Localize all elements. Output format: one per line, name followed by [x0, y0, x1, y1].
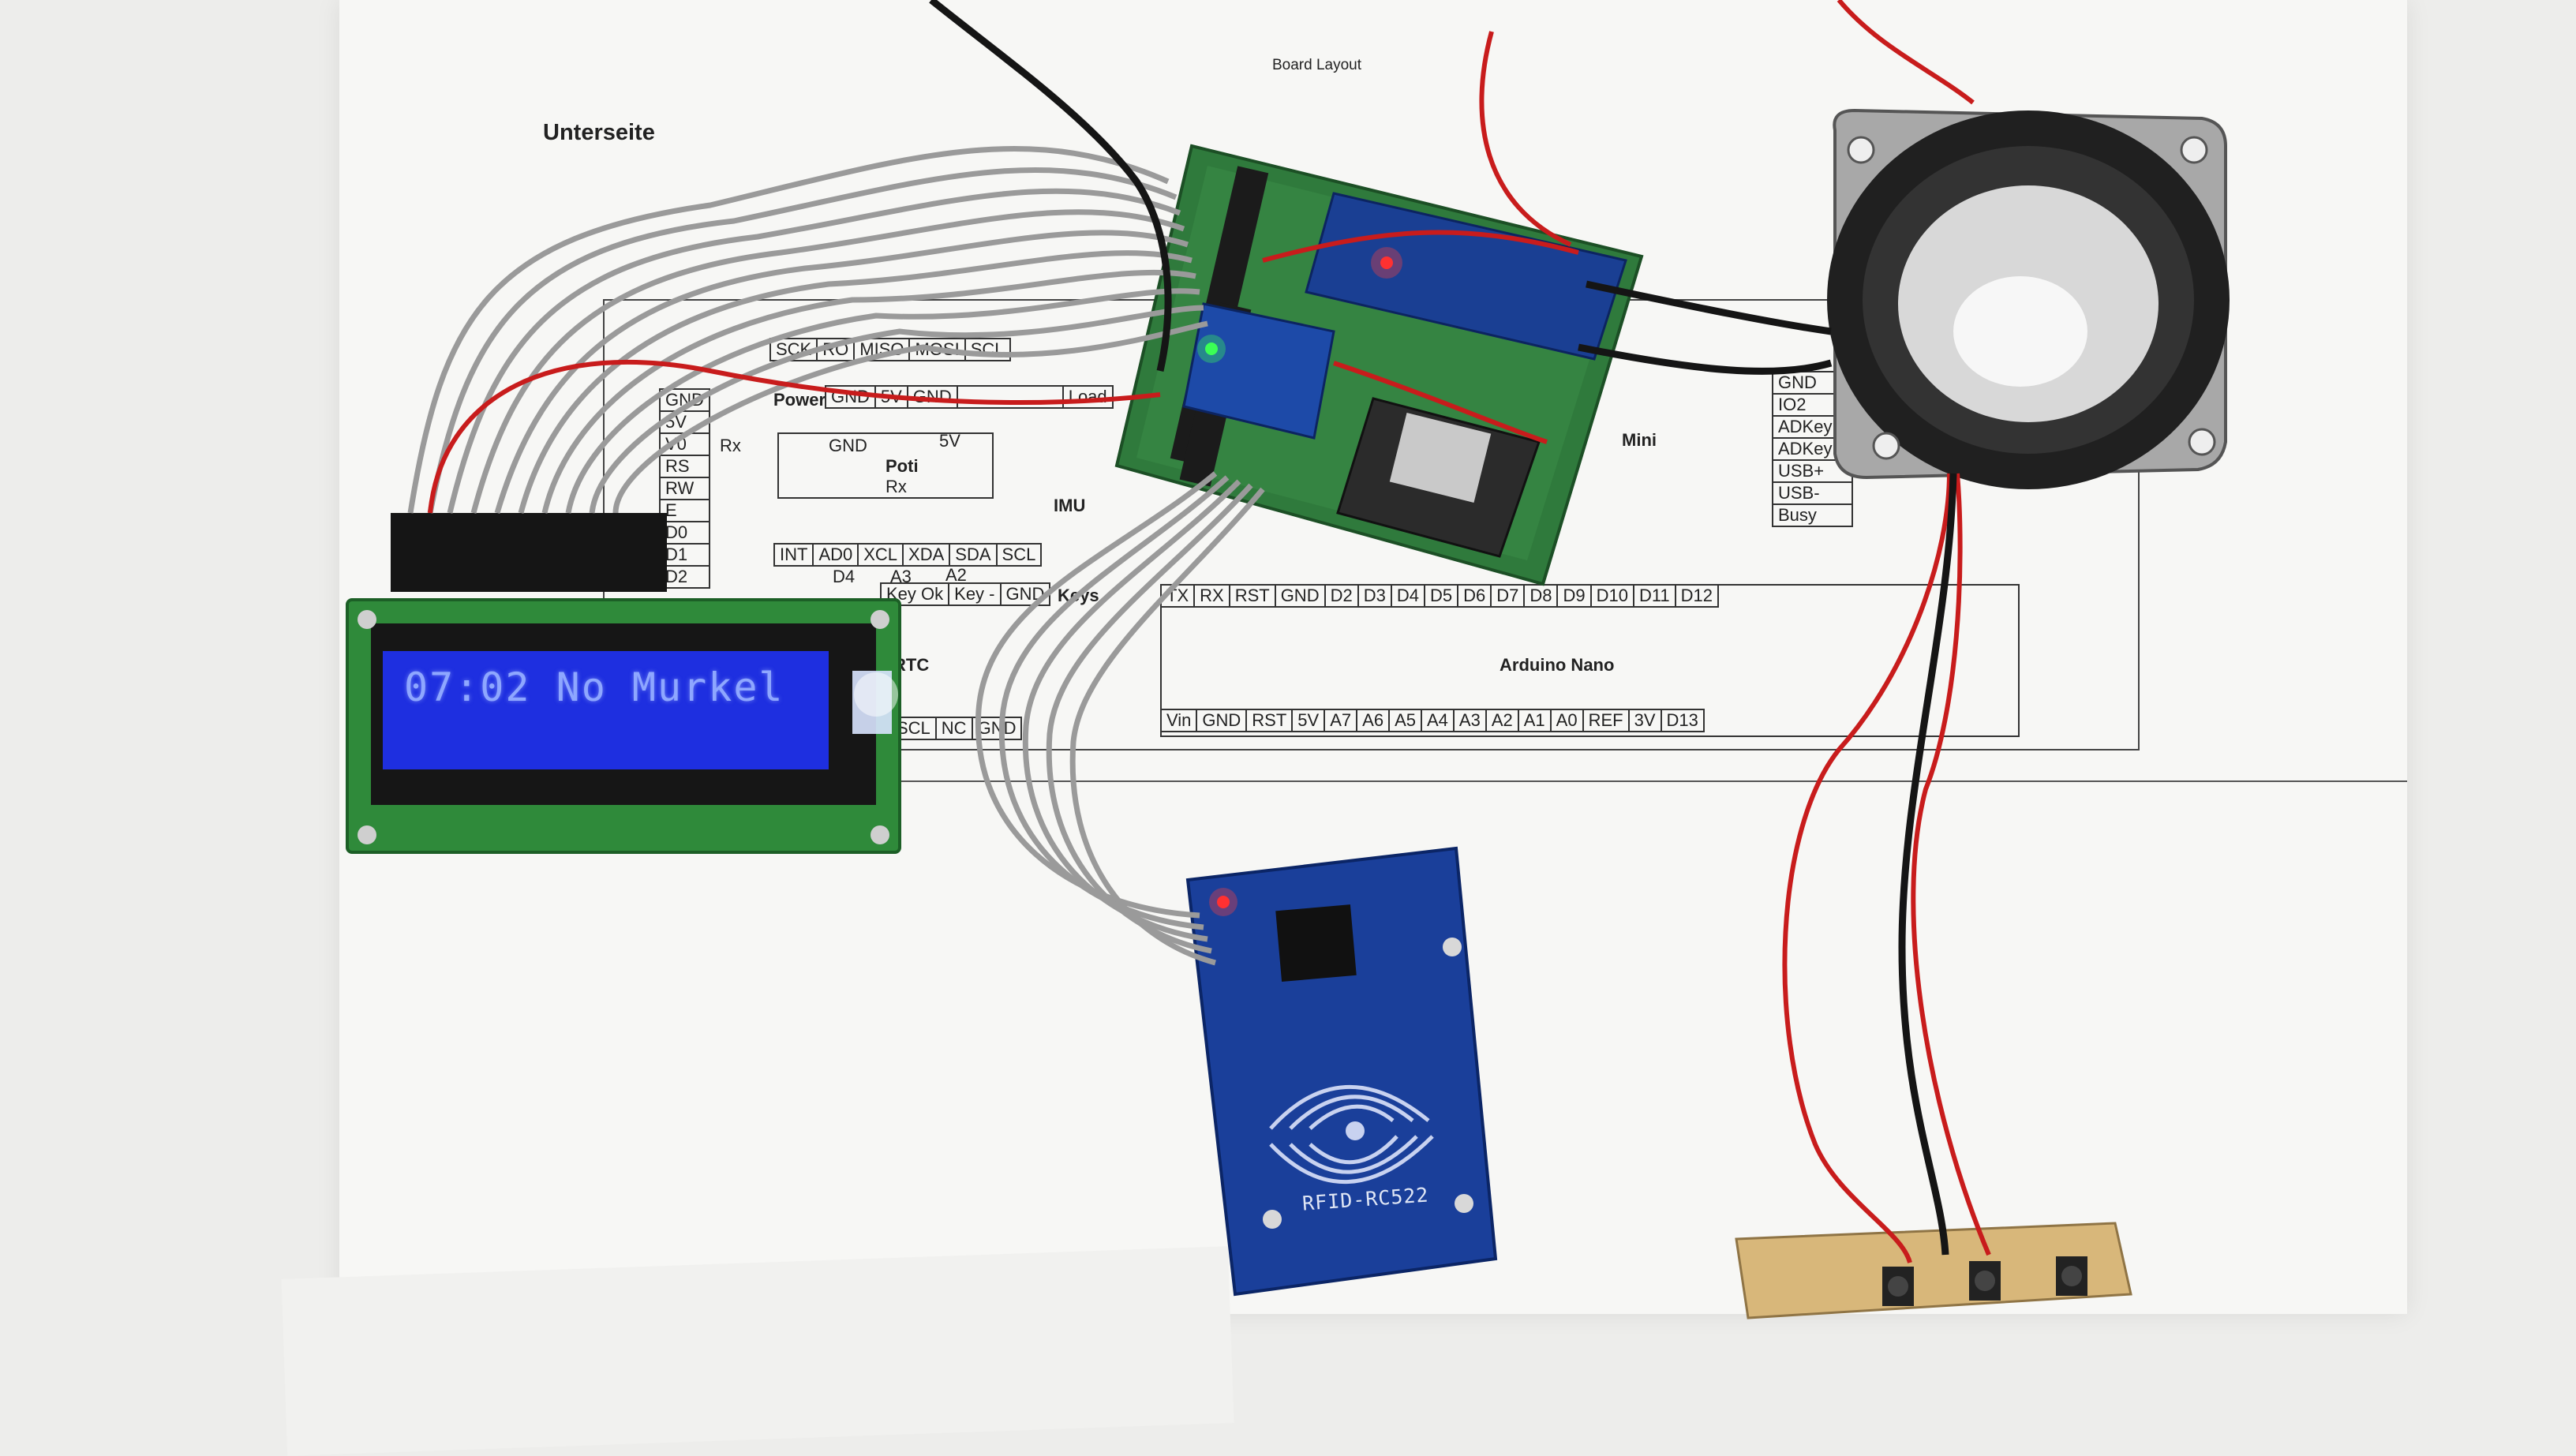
- nano-pin: A2: [1485, 709, 1519, 732]
- nano-pin: D11: [1632, 584, 1676, 608]
- nano-pin: RST: [1245, 709, 1294, 732]
- imu-cell: XDA: [902, 543, 951, 567]
- imu-cell: AD0: [812, 543, 859, 567]
- nano-pin: D12: [1674, 584, 1720, 608]
- lcd-pin: D1: [659, 543, 710, 567]
- nano-pin: D2: [1324, 584, 1359, 608]
- imu-cell: SCL: [995, 543, 1043, 567]
- mini-label: Mini: [1622, 430, 1657, 450]
- nano-pin: D8: [1523, 584, 1559, 608]
- nano-pin: D4: [1390, 584, 1425, 608]
- lcd-pin: RW: [659, 477, 710, 500]
- nano-pin: D5: [1423, 584, 1459, 608]
- rfid-board: [1185, 846, 1498, 1297]
- keys-table: Key Ok Key - GND: [879, 582, 1051, 606]
- nano-pin: D3: [1357, 584, 1392, 608]
- lcd-pin: E: [659, 499, 710, 522]
- imu-cell: SDA: [949, 543, 998, 567]
- mp3-pin: USB-: [1772, 481, 1853, 505]
- nano-pin: A7: [1324, 709, 1358, 732]
- poti-5v: 5V: [939, 431, 960, 451]
- power-cell: Load: [1061, 385, 1114, 409]
- nano-pin: RX: [1193, 584, 1230, 608]
- button-strip: [1735, 1222, 2132, 1319]
- nano-pin: A4: [1420, 709, 1455, 732]
- keys-cell: GND: [999, 582, 1051, 606]
- rtc-cell: NC: [934, 717, 973, 740]
- lcd-pin: D2: [659, 565, 710, 589]
- nano-pin: 3V: [1627, 709, 1662, 732]
- nano-label: Arduino Nano: [1500, 655, 1615, 675]
- imu-cell: INT: [773, 543, 814, 567]
- lcd-module: [346, 513, 901, 854]
- nano-bottom-table: Vin GND RST 5V A7 A6 A5 A4 A3 A2 A1 A0 R…: [1159, 709, 1705, 732]
- power-label: Power: [773, 390, 826, 410]
- nano-pin: REF: [1582, 709, 1630, 732]
- nano-pin: D10: [1589, 584, 1634, 608]
- nano-pin: A0: [1549, 709, 1584, 732]
- nano-pin: Vin: [1159, 709, 1198, 732]
- poti-rx: Rx: [886, 477, 907, 496]
- lcd-display-text: 07:02 No Murkel: [404, 664, 784, 710]
- nano-pin: A1: [1517, 709, 1552, 732]
- speaker: [1827, 108, 2230, 489]
- nano-pin: D6: [1457, 584, 1492, 608]
- nano-pin: GND: [1196, 709, 1248, 732]
- red-wires: [428, 0, 1991, 1263]
- nano-pin: D9: [1556, 584, 1592, 608]
- sub-cell: D4: [833, 567, 856, 586]
- nano-pin: A5: [1388, 709, 1422, 732]
- power-cell: [956, 385, 1064, 409]
- underside-title: Unterseite: [543, 120, 655, 145]
- lcd-pin: D0: [659, 521, 710, 545]
- main-protoboard: [1114, 144, 1644, 586]
- mp3-pin: USB+: [1772, 459, 1853, 483]
- poti-box: [777, 432, 994, 499]
- imu-label: IMU: [1054, 496, 1086, 515]
- nano-pin: A6: [1356, 709, 1391, 732]
- imu-table: INT AD0 XCL XDA SDA SCL: [773, 543, 1043, 567]
- nano-pin: GND: [1274, 584, 1326, 608]
- gray-wires: [407, 146, 1265, 966]
- poti-label: Poti: [886, 456, 919, 476]
- nano-top-table: TX RX RST GND D2 D3 D4 D5 D6 D7 D8 D9 D1…: [1159, 584, 1720, 608]
- nano-pin: D13: [1660, 709, 1705, 732]
- keys-cell: Key -: [948, 582, 1002, 606]
- sub-cell: A2: [945, 565, 967, 585]
- nano-pin: 5V: [1291, 709, 1326, 732]
- mp3-pin: Busy: [1772, 503, 1853, 527]
- black-wires: [929, 0, 1957, 1256]
- lcd-pin: RS: [659, 455, 710, 478]
- nano-pin: A3: [1452, 709, 1487, 732]
- imu-cell: XCL: [857, 543, 904, 567]
- board-layout-title: Board Layout: [1272, 57, 1362, 73]
- lcd-rx-label: Rx: [720, 436, 741, 455]
- poti-gnd: GND: [829, 436, 867, 455]
- nano-pin: RST: [1228, 584, 1276, 608]
- nano-pin: D7: [1490, 584, 1526, 608]
